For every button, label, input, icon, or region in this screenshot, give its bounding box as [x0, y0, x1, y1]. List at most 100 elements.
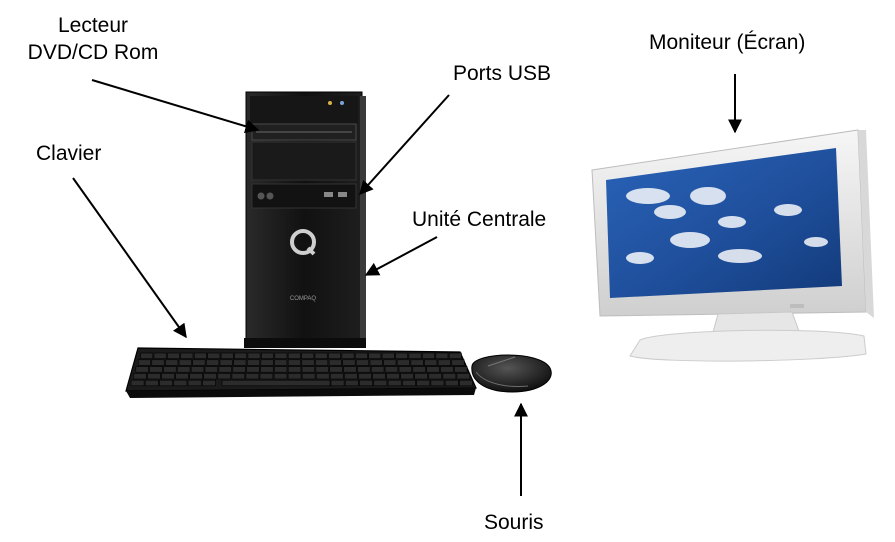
- keyboard-key: [260, 359, 274, 366]
- keyboard-key: [287, 352, 301, 359]
- keyboard-key: [246, 366, 260, 373]
- keyboard-key: [369, 359, 383, 366]
- keyboard-key: [149, 366, 163, 373]
- keyboard-key: [456, 373, 471, 380]
- keyboard-key: [344, 379, 359, 387]
- keyboard-key: [178, 359, 192, 366]
- keyboard-key: [396, 359, 410, 366]
- keyboard-key: [192, 359, 206, 366]
- mouse-label: Souris: [484, 511, 544, 534]
- keyboard-key: [301, 373, 316, 380]
- keyboard-key: [373, 379, 388, 387]
- keyboard-key: [274, 359, 288, 366]
- dvd-drive-label-line1: Lecteur: [57, 14, 129, 37]
- arrow-tower: [364, 236, 438, 276]
- monitor-label: Moniteur (Écran): [649, 31, 806, 54]
- keyboard-key: [358, 373, 372, 380]
- keyboard-key: [145, 379, 159, 387]
- keyboard-key: [314, 352, 328, 359]
- keyboard-key: [137, 359, 151, 366]
- keyboard-key: [231, 373, 246, 380]
- keyboard-spacebar: [221, 379, 331, 387]
- keyboard-key: [147, 373, 161, 380]
- keyboard-key: [206, 359, 220, 366]
- keyboard-key: [207, 352, 221, 359]
- tower-unit: COMPAQ: [244, 91, 366, 348]
- keyboard-key: [454, 366, 468, 373]
- keyboard-key: [428, 373, 442, 380]
- keyboard-key: [430, 379, 445, 387]
- keyboard-key: [180, 352, 194, 359]
- keyboard-key: [194, 352, 207, 359]
- keyboard-key: [133, 373, 147, 380]
- monitor: [591, 129, 874, 362]
- keyboard-key: [167, 352, 180, 359]
- keyboard-key: [218, 366, 232, 373]
- power-led-icon: [328, 101, 332, 105]
- tower-label: Unité Centrale: [412, 208, 547, 231]
- keyboard-key: [301, 366, 315, 373]
- keyboard-key: [204, 366, 218, 373]
- keyboard-key: [341, 352, 355, 359]
- hdd-led-icon: [340, 101, 344, 105]
- keyboard-key: [384, 366, 399, 373]
- keyboard-key: [444, 379, 459, 387]
- keyboard-key: [328, 352, 341, 359]
- keyboard-key: [372, 373, 386, 380]
- keyboard-key: [442, 373, 457, 380]
- keyboard-key: [287, 373, 302, 380]
- keyboard-key: [398, 366, 412, 373]
- keyboard-key: [451, 359, 465, 366]
- keyboard-key: [273, 366, 288, 373]
- keyboard-key: [159, 379, 174, 387]
- keyboard-key: [220, 352, 234, 359]
- keyboard-key: [274, 352, 288, 359]
- keyboard-key: [217, 373, 232, 380]
- keyboard-key: [412, 366, 426, 373]
- keyboard-key: [354, 352, 368, 359]
- keyboard-key: [402, 379, 416, 387]
- keyboard-key: [330, 379, 345, 387]
- keyboard-key: [342, 359, 356, 366]
- keyboard-key: [422, 352, 435, 359]
- keyboard-key: [301, 359, 315, 366]
- pointer-arrows: [72, 74, 742, 496]
- keyboard-key: [440, 366, 454, 373]
- keyboard-key: [414, 373, 428, 380]
- keyboard-label: Clavier: [36, 142, 102, 165]
- keyboard-key: [424, 359, 438, 366]
- keyboard-key: [410, 359, 424, 366]
- keyboard-key: [344, 373, 358, 380]
- dvd-drive-label: Lecteur DVD/CD Rom: [12, 12, 174, 66]
- keyboard-key: [383, 359, 397, 366]
- keyboard-key: [233, 359, 247, 366]
- keyboard-key: [459, 379, 473, 387]
- keyboard-key: [355, 359, 369, 366]
- audio-port-icon: [257, 192, 265, 200]
- keyboard-key: [386, 373, 400, 380]
- keyboard-key: [381, 352, 395, 359]
- power-button-icon: [790, 304, 804, 308]
- keyboard-key: [130, 379, 145, 387]
- keyboard-key: [203, 373, 217, 380]
- keyboard-key: [140, 352, 154, 359]
- usb-ports-label: Ports USB: [453, 62, 552, 85]
- keyboard-key: [165, 359, 179, 366]
- keyboard-key: [400, 373, 414, 380]
- keyboard-key: [245, 373, 260, 380]
- keyboard-key: [329, 373, 344, 380]
- keyboard-key: [202, 379, 216, 387]
- keyboard-key: [315, 373, 330, 380]
- keyboard-key: [163, 366, 177, 373]
- keyboard-key: [287, 366, 302, 373]
- keyboard-key: [190, 366, 205, 373]
- arrow-keyboard: [72, 177, 187, 339]
- keyboard-key: [395, 352, 408, 359]
- compaq-logo-icon: [290, 229, 316, 256]
- keyboard-key: [260, 366, 274, 373]
- keyboard-key: [448, 352, 462, 359]
- keyboard-key: [151, 359, 165, 366]
- keyboard-key: [301, 352, 315, 359]
- keyboard-key: [359, 379, 373, 387]
